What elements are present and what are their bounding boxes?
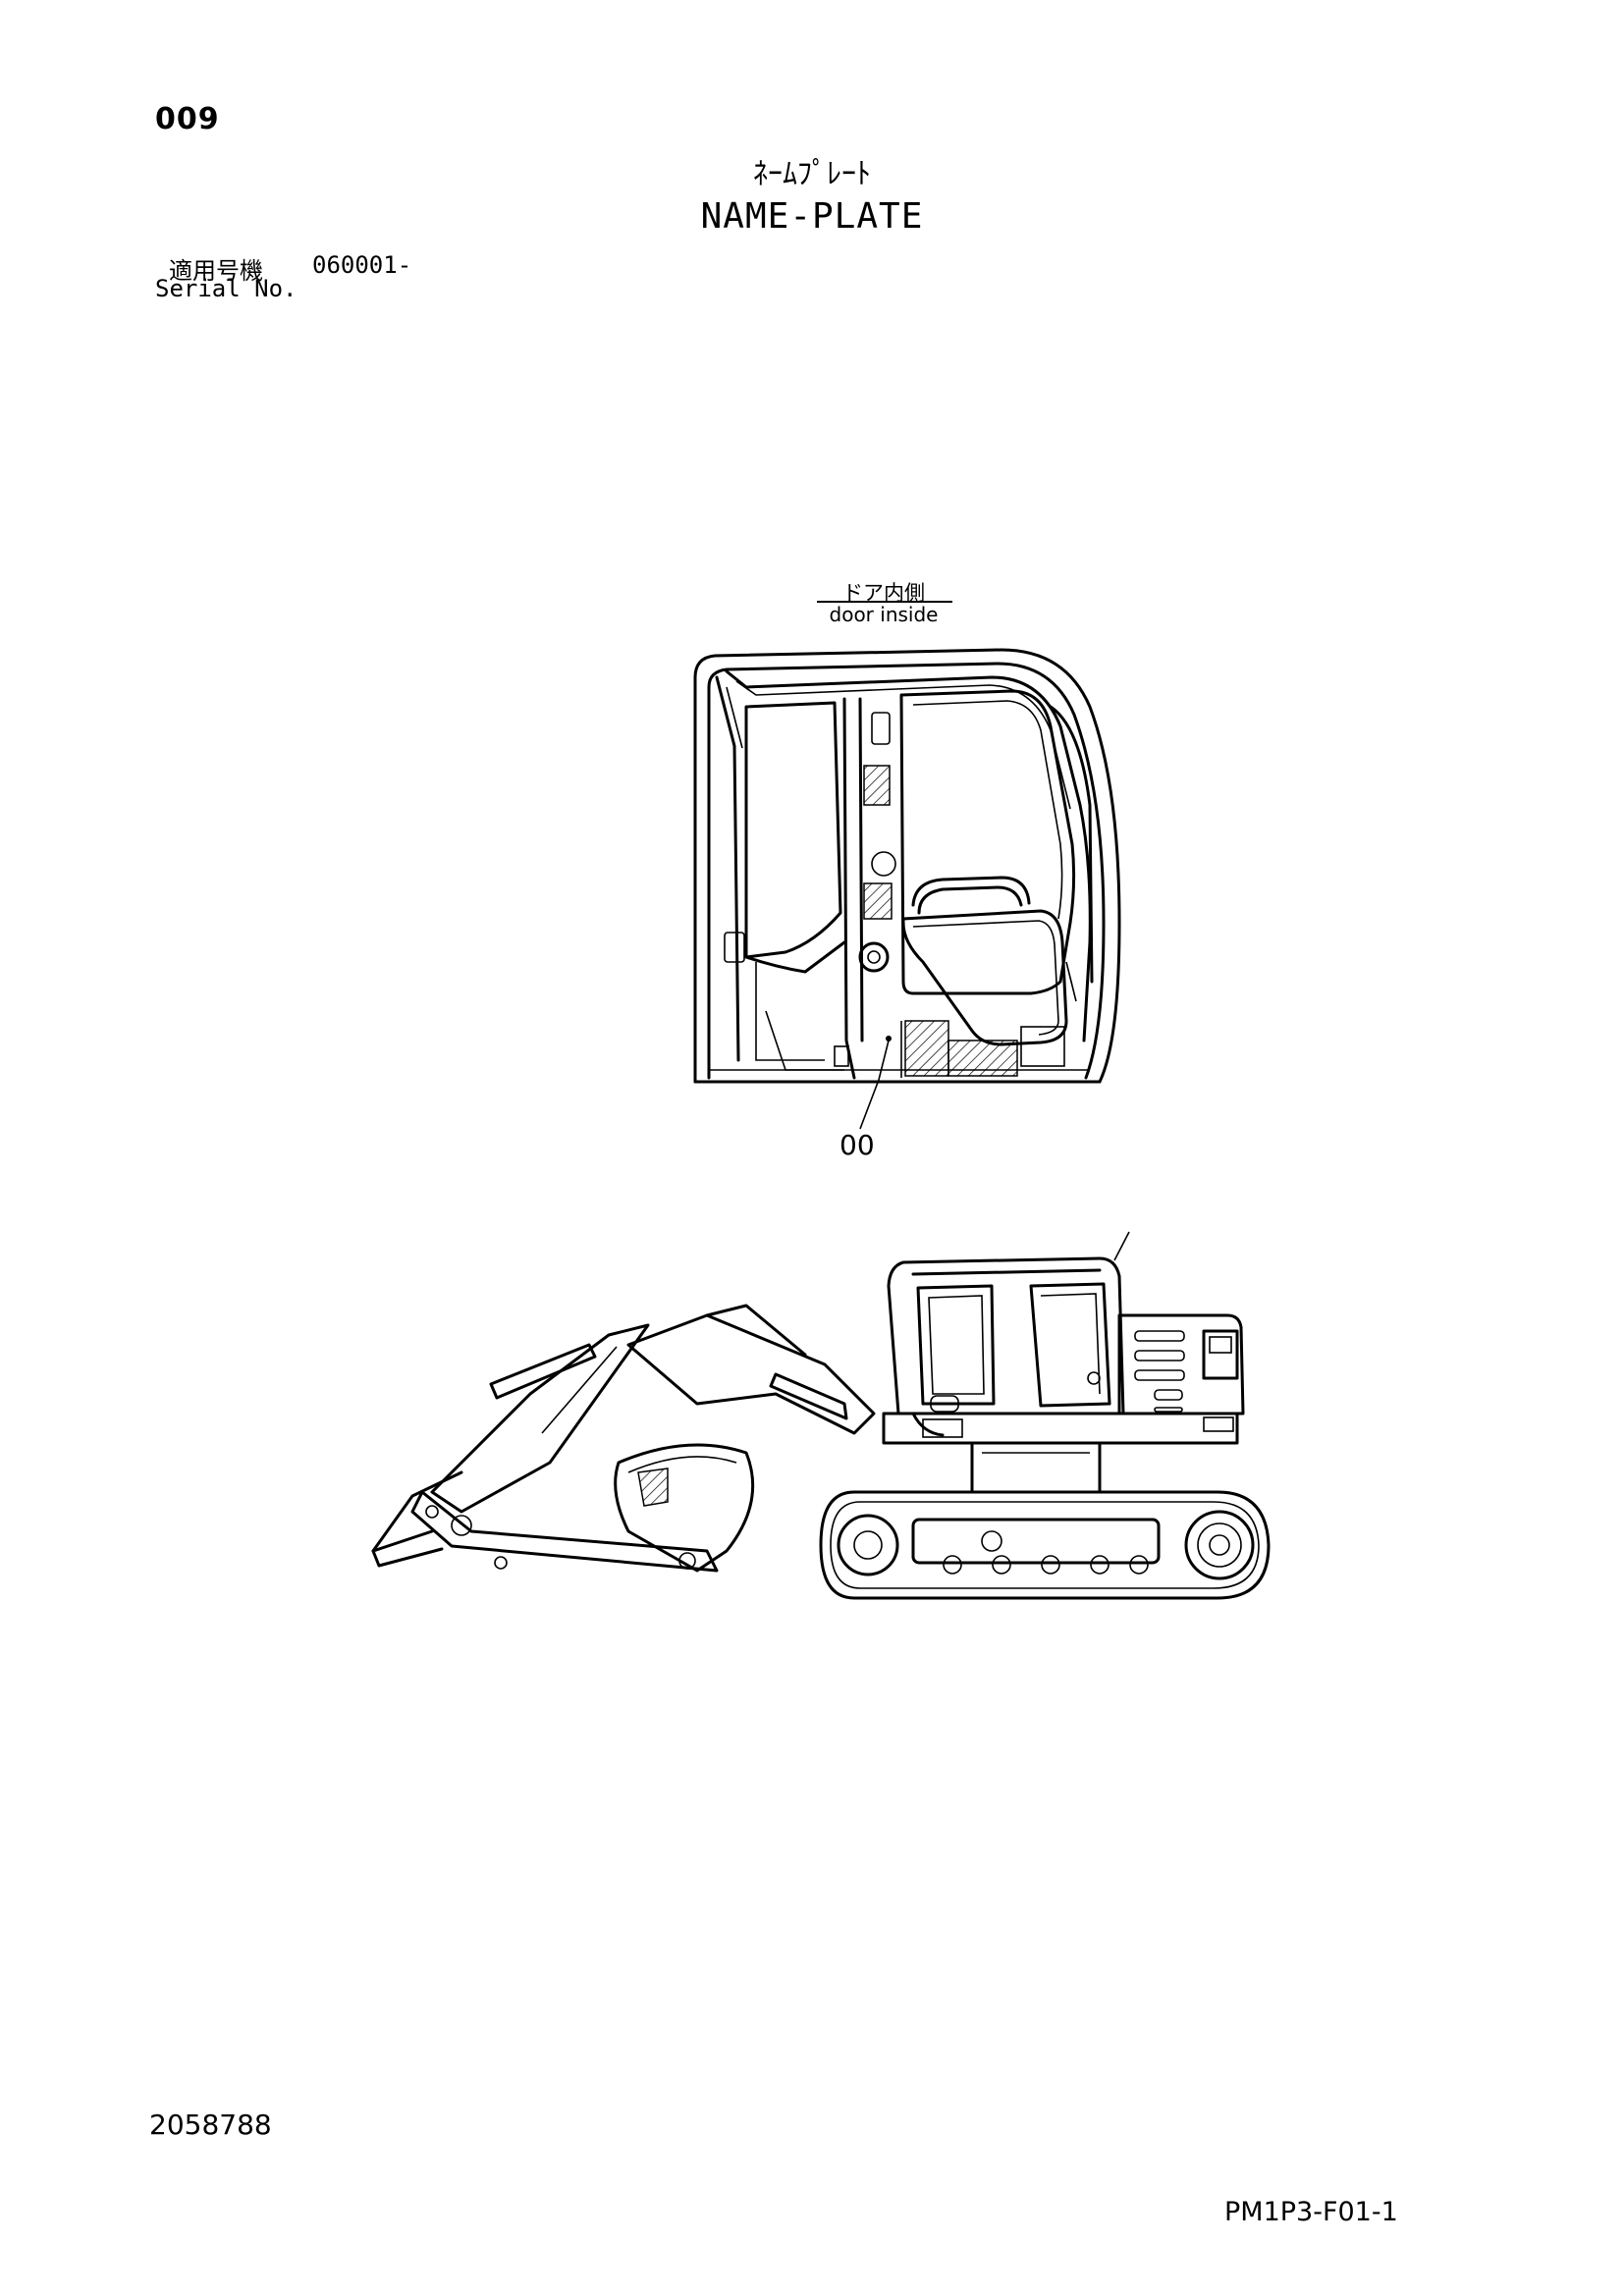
cab-interior-drawing: [693, 648, 1121, 1130]
serial-range: 060001-: [312, 251, 412, 279]
callout-number: 00: [839, 1129, 875, 1161]
door-inside-label-english: door inside: [829, 603, 939, 626]
title-english: NAME-PLATE: [700, 196, 924, 237]
drawing-code: PM1P3-F01-1: [1224, 2197, 1398, 2227]
serial-label-japanese: 適用号機: [169, 257, 263, 285]
title-japanese: ﾈｰﾑﾌﾟﾚｰﾄ: [753, 157, 871, 191]
label-underline: [817, 601, 952, 603]
excavator-side-drawing: [371, 1231, 1271, 1600]
page-number: 009: [155, 102, 220, 136]
document-number: 2058788: [149, 2109, 272, 2141]
serial-label-english: Serial No.: [155, 275, 298, 302]
